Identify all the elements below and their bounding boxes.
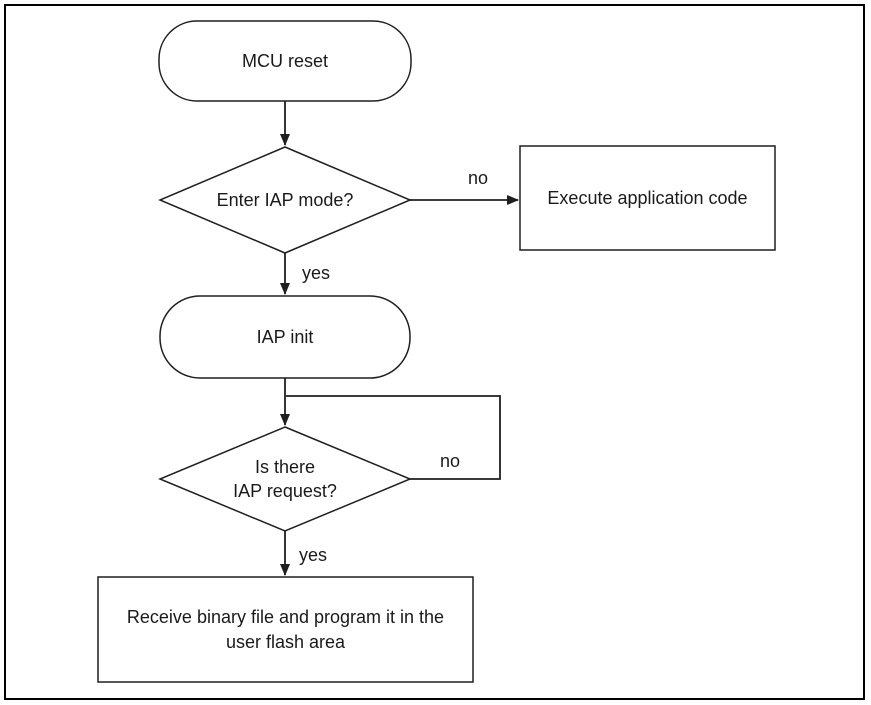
edge-label-no-iap-request: no [439, 451, 461, 471]
node-label-enter-iap-mode: Enter IAP mode? [216, 189, 354, 210]
node-label-mcu-reset: MCU reset [241, 50, 328, 71]
node-label-execute-app: Execute application code [547, 187, 748, 208]
edge-label-no-enter-iap: no [467, 168, 489, 188]
node-label-iap-request: Is there IAP request? [233, 456, 337, 501]
edge-label-yes-enter-iap: yes [301, 263, 330, 283]
edge-label-yes-iap-request: yes [298, 545, 327, 565]
connector-no-loop-iap-request [286, 395, 501, 480]
decision-shape-enter-iap-mode [158, 146, 412, 254]
terminator-shape-mcu-reset [158, 20, 412, 102]
node-label-iap-init: IAP init [256, 326, 314, 347]
terminator-shape-iap-init [159, 295, 411, 379]
node-label-receive-binary: Receive binary file and program it in th… [126, 607, 445, 652]
process-shape-receive-binary [97, 576, 474, 683]
process-shape-execute-app [519, 145, 776, 251]
decision-shape-iap-request [158, 426, 412, 532]
